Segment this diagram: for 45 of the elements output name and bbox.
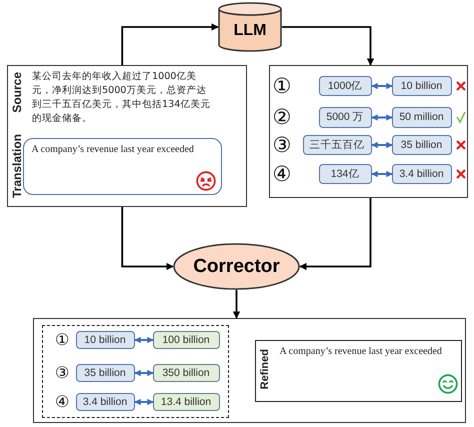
sentence: A company’s revenue last year exceeded <box>280 346 442 356</box>
arrow <box>134 398 154 406</box>
arrow <box>121 207 174 270</box>
value-box: 10 billion <box>392 76 452 96</box>
arrow <box>371 142 393 148</box>
value-box: 50 million <box>392 106 452 128</box>
source-text: 某公司去年的年收入超过了1000亿美元，净利润达到5000万美元，总资产达到三千五百亿美元，其中包括134亿美元的现金储备。 <box>32 70 212 126</box>
value-box: 100 billion <box>152 330 220 348</box>
value-box: 35 billion <box>392 134 452 154</box>
circled-number: ③ <box>272 134 292 156</box>
arrow <box>371 82 393 90</box>
value-box: 3.4 billion <box>392 164 452 184</box>
arrow <box>371 114 393 121</box>
arrow <box>232 290 240 319</box>
arrow <box>282 26 374 66</box>
circled-number: ① <box>55 332 70 348</box>
panel-box <box>33 318 466 423</box>
side-label: Source <box>10 72 24 113</box>
value-box: 134亿 <box>318 164 372 184</box>
value-box: 35 billion <box>76 364 134 382</box>
side-label: Refined <box>258 348 270 389</box>
circled-number: ④ <box>272 164 292 184</box>
circled-number: ② <box>272 106 292 128</box>
panel-box <box>254 340 462 402</box>
arrow <box>134 336 154 344</box>
arrow <box>121 23 219 65</box>
panel-box <box>269 65 468 198</box>
dashed-box <box>42 324 228 418</box>
text-box: A company’s revenue last year exceeded <box>22 138 222 194</box>
value-box: 1000亿 <box>318 76 372 96</box>
panel-box <box>7 65 247 207</box>
circled-number: ③ <box>55 365 70 381</box>
side-label: Translation <box>10 134 24 198</box>
value-box: 10 billion <box>76 330 134 348</box>
arrow <box>371 170 393 178</box>
arrow <box>299 198 372 270</box>
value-box: 5000 万 <box>318 106 372 128</box>
value-box: 350 billion <box>152 364 220 382</box>
value-box: 13.4 billion <box>152 392 220 410</box>
value-box: 3.4 billion <box>76 392 134 410</box>
circled-number: ① <box>272 76 292 96</box>
circled-number: ④ <box>55 394 70 410</box>
arrow <box>134 370 154 376</box>
value-box: 三千五百亿 <box>302 134 372 154</box>
ellipse: Corrector <box>173 243 300 290</box>
